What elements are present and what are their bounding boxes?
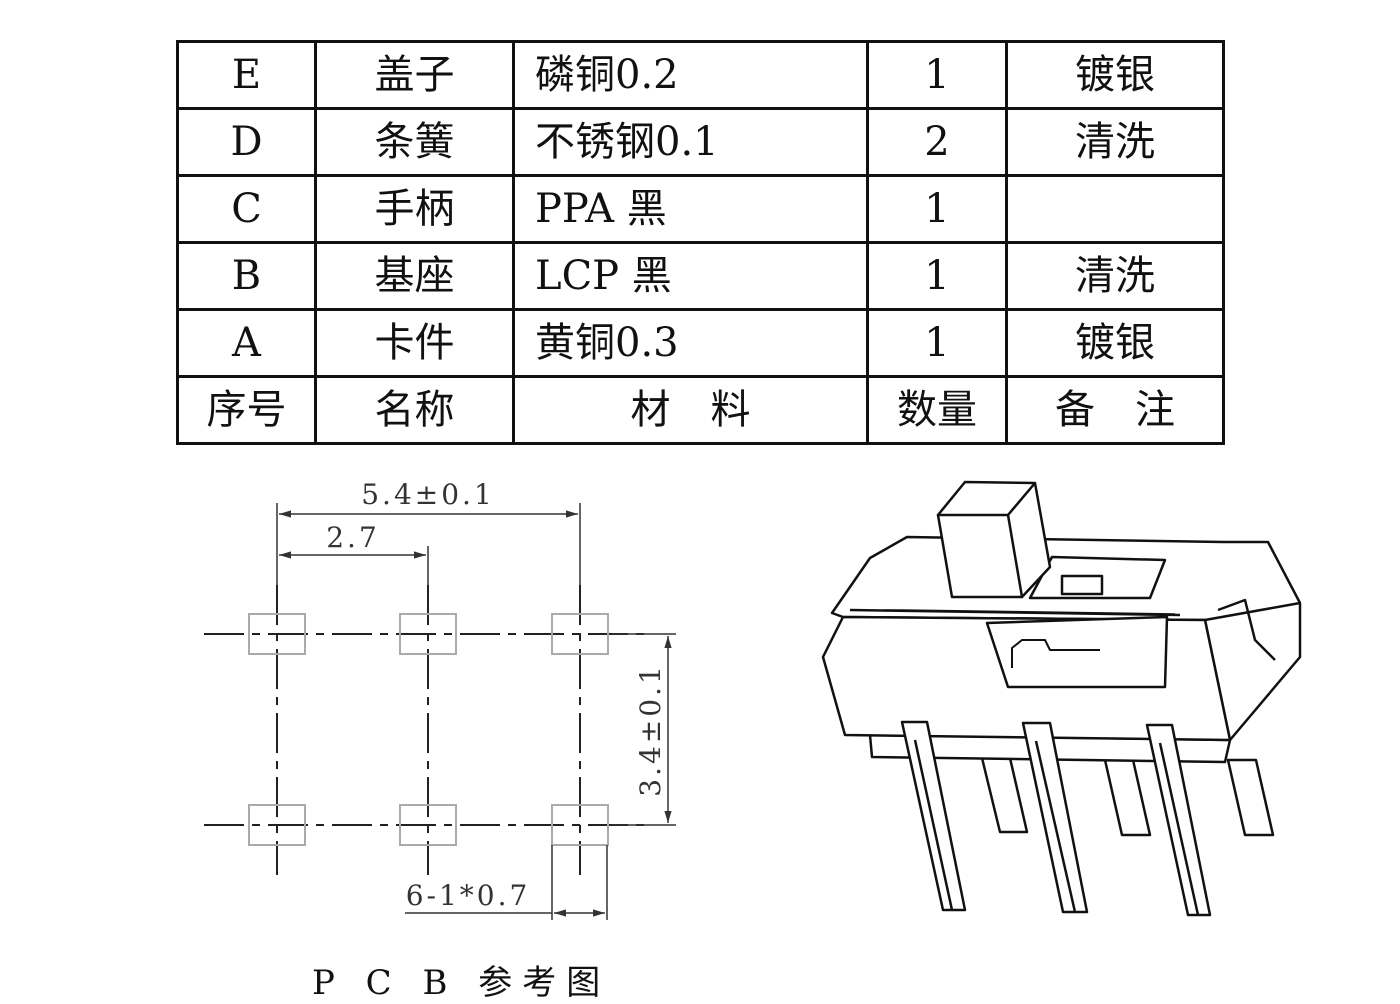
header-name: 名称: [314, 375, 515, 445]
cell-no: D: [176, 107, 317, 177]
header-no: 序号: [176, 375, 317, 445]
cell-no: E: [176, 40, 317, 110]
pcb-footprint: [204, 503, 676, 920]
header-remark: 备 注: [1005, 375, 1225, 445]
cell-no: A: [176, 308, 317, 378]
slide-switch-illustration: [821, 480, 1302, 917]
cell-remark: 清洗: [1005, 107, 1225, 177]
cell-name: 手柄: [314, 174, 515, 244]
cell-name: 条簧: [314, 107, 515, 177]
header-material: 材 料: [512, 375, 869, 445]
pcb-caption: P C B 参考图: [312, 963, 611, 1003]
cell-name: 盖子: [314, 40, 515, 110]
cell-qty: 1: [866, 174, 1008, 244]
cell-material: 不锈钢0.1: [512, 107, 869, 177]
cell-remark: [1005, 174, 1225, 244]
dim-width: 5.4±0.1: [361, 478, 495, 511]
cell-no: B: [176, 241, 317, 311]
cell-material: LCP 黑: [512, 241, 869, 311]
dim-pitch: 2.7: [326, 521, 380, 554]
cell-remark: 清洗: [1005, 241, 1225, 311]
header-qty: 数量: [866, 375, 1008, 445]
dim-height: 3.4±0.1: [634, 663, 667, 797]
cell-material: 黄铜0.3: [512, 308, 869, 378]
cell-remark: 镀银: [1005, 40, 1225, 110]
cell-qty: 1: [866, 40, 1008, 110]
cell-material: 磷铜0.2: [512, 40, 869, 110]
cell-qty: 1: [866, 241, 1008, 311]
cell-qty: 2: [866, 107, 1008, 177]
cell-name: 基座: [314, 241, 515, 311]
dim-hole: 6-1*0.7: [406, 879, 531, 912]
cell-material: PPA 黑: [512, 174, 869, 244]
cell-name: 卡件: [314, 308, 515, 378]
pcb-pads: [248, 613, 609, 846]
cell-no: C: [176, 174, 317, 244]
table-header-row: 序号名称材 料数量备 注: [176, 375, 1225, 445]
cell-qty: 1: [866, 308, 1008, 378]
cell-remark: 镀银: [1005, 308, 1225, 378]
